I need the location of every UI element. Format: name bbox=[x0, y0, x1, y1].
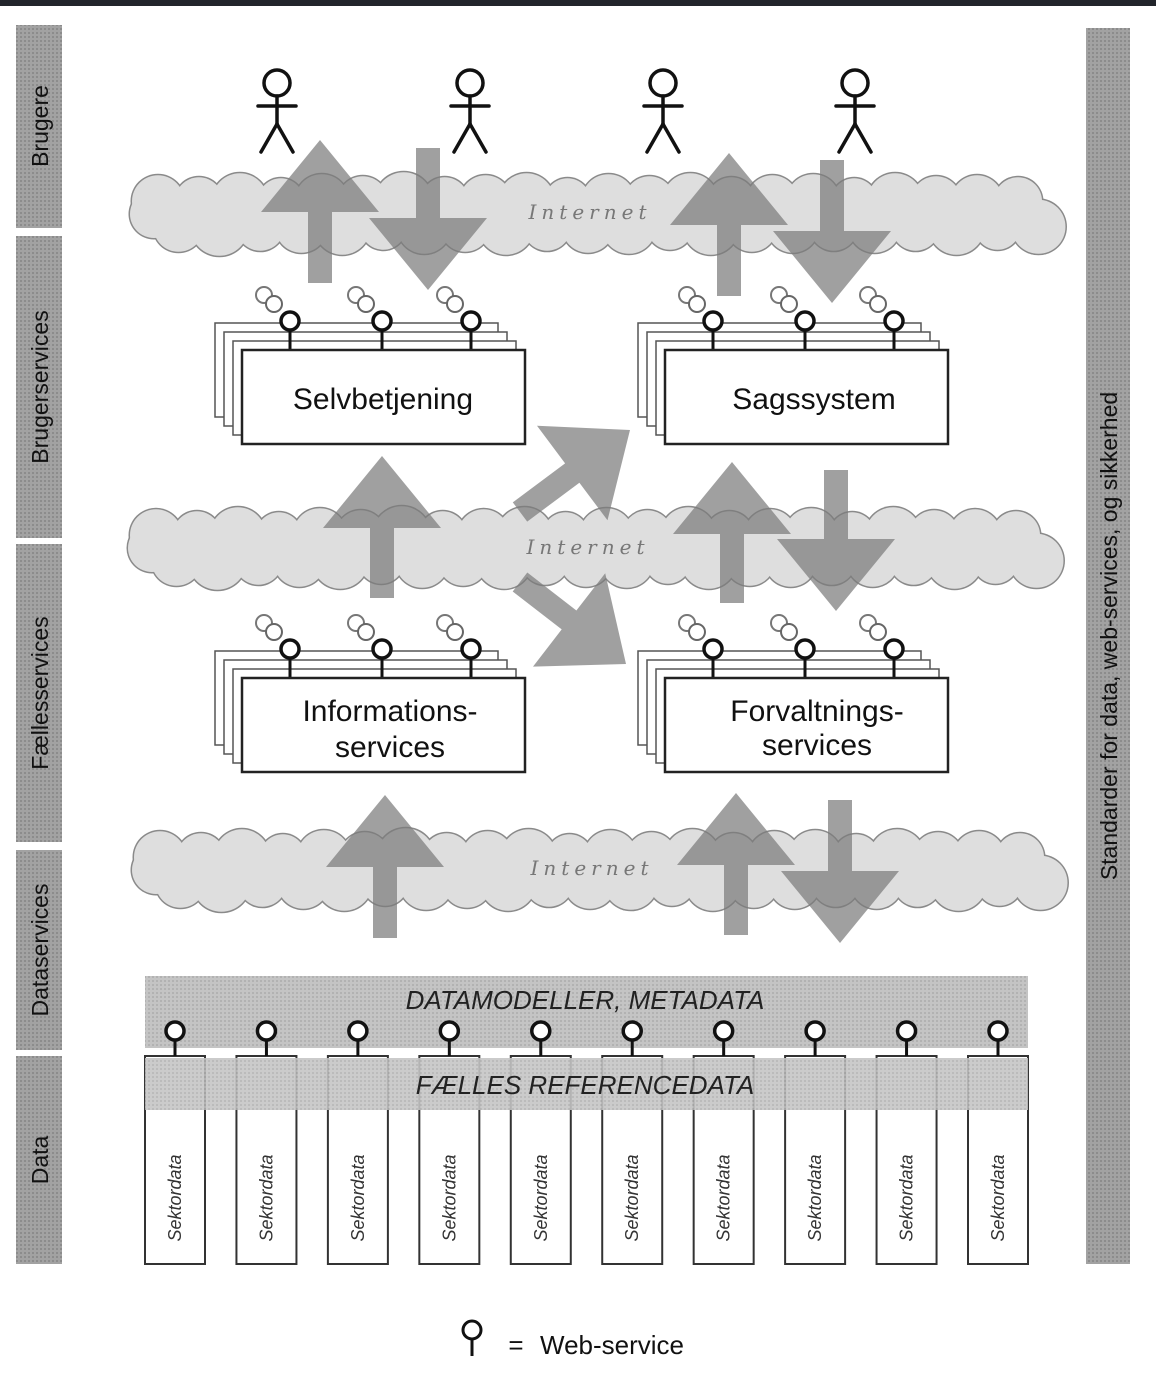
standards-bar bbox=[1086, 28, 1130, 1264]
box-label-sagssystem: Sagssystem bbox=[732, 383, 895, 416]
web-service-icon bbox=[859, 614, 905, 678]
arrow-up-icon bbox=[326, 795, 444, 938]
web-service-icon bbox=[255, 1020, 278, 1056]
layer-bar-faellesservices bbox=[16, 544, 62, 842]
sector-label: Sektordata bbox=[439, 1154, 459, 1241]
web-service-icon bbox=[770, 286, 816, 350]
web-service-icon bbox=[770, 614, 816, 678]
layer-label-data: Data bbox=[27, 1136, 53, 1185]
layer-label-faellesservices: Fællesservices bbox=[27, 616, 53, 769]
arrow-down-icon bbox=[781, 800, 899, 943]
arrow-down-icon bbox=[773, 160, 891, 303]
referencedata-label: FÆLLES REFERENCEDATA bbox=[416, 1070, 755, 1100]
datamodeller-label: DATAMODELLER, METADATA bbox=[406, 985, 765, 1015]
box-label-forvaltnings-2: services bbox=[762, 729, 872, 762]
sector-label: Sektordata bbox=[165, 1154, 185, 1241]
web-service-icon bbox=[895, 1020, 918, 1056]
box-informationsservices bbox=[214, 614, 527, 774]
internet-label-top: Internet bbox=[528, 200, 652, 224]
box-label-selvbetjening: Selvbetjening bbox=[293, 383, 473, 416]
top-dark-strip bbox=[0, 0, 1156, 6]
box-selvbetjening bbox=[214, 286, 527, 446]
referencedata-band bbox=[145, 1058, 1028, 1110]
sector-label: Sektordata bbox=[897, 1154, 917, 1241]
arrow-diagonal-down-icon bbox=[512, 572, 626, 667]
web-service-icon bbox=[678, 614, 724, 678]
user-figure-icon bbox=[834, 68, 876, 154]
layer-label-dataservices: Dataservices bbox=[27, 884, 53, 1017]
sector-label: Sektordata bbox=[531, 1154, 551, 1241]
legend: = Web-service bbox=[461, 1319, 684, 1360]
web-service-icon bbox=[678, 286, 724, 350]
sector-label: Sektordata bbox=[805, 1154, 825, 1241]
web-service-icon bbox=[530, 1020, 552, 1056]
arrow-up-icon bbox=[323, 456, 441, 598]
box-label-informations-1: Informations- bbox=[302, 695, 477, 728]
arrow-up-icon bbox=[673, 462, 791, 603]
internet-cloud-bottom bbox=[130, 826, 1069, 914]
layer-label-brugere: Brugere bbox=[27, 85, 53, 167]
sector-label: Sektordata bbox=[348, 1154, 368, 1241]
users-layer bbox=[256, 68, 876, 154]
layer-bar-data bbox=[16, 1056, 62, 1264]
user-figure-icon bbox=[642, 68, 684, 154]
arrows-layer bbox=[261, 140, 899, 943]
web-service-icon bbox=[255, 614, 301, 678]
datamodeller-band bbox=[145, 976, 1028, 1048]
internet-label-middle: Internet bbox=[526, 535, 650, 559]
layer-bar-dataservices bbox=[16, 850, 62, 1050]
web-service-icon bbox=[987, 1020, 1009, 1056]
arrow-up-icon bbox=[261, 140, 379, 283]
service-boxes bbox=[214, 286, 950, 774]
web-service-icon bbox=[347, 1020, 369, 1056]
box-label-informations-2: services bbox=[335, 731, 445, 764]
web-service-icon bbox=[621, 1020, 643, 1056]
web-service-icon bbox=[859, 286, 905, 350]
sector-label: Sektordata bbox=[714, 1154, 734, 1241]
web-service-icon bbox=[436, 614, 482, 678]
sector-label: Sektordata bbox=[622, 1154, 642, 1241]
arrow-down-icon bbox=[369, 148, 487, 290]
layer-sidebar: Brugere Brugerservices Fællesservices Da… bbox=[16, 25, 62, 1264]
web-service-icon bbox=[804, 1020, 826, 1056]
arrow-up-icon bbox=[677, 793, 795, 935]
arrow-down-icon bbox=[777, 470, 895, 611]
web-service-icon bbox=[164, 1020, 186, 1056]
box-label-forvaltnings-1: Forvaltnings- bbox=[730, 695, 903, 728]
clouds-layer bbox=[126, 170, 1069, 914]
user-figure-icon bbox=[449, 68, 491, 154]
box-forvaltningsservices bbox=[637, 614, 950, 774]
sector-label: Sektordata bbox=[988, 1154, 1008, 1241]
arrow-diagonal-up-icon bbox=[512, 425, 630, 522]
arrow-up-icon bbox=[670, 153, 788, 296]
legend-separator: = bbox=[508, 1330, 523, 1360]
internet-label-bottom: Internet bbox=[530, 856, 654, 880]
legend-text: Web-service bbox=[540, 1330, 684, 1360]
web-service-icon bbox=[347, 286, 393, 350]
box-sagssystem bbox=[637, 286, 950, 446]
layer-bar-brugerservices bbox=[16, 236, 62, 538]
layer-bar-brugere bbox=[16, 25, 62, 228]
layer-label-brugerservices: Brugerservices bbox=[27, 310, 53, 463]
sector-label: Sektordata bbox=[256, 1154, 276, 1241]
web-service-icon bbox=[255, 286, 301, 350]
web-service-icon bbox=[438, 1020, 461, 1056]
web-service-icon bbox=[436, 286, 482, 350]
user-figure-icon bbox=[256, 68, 298, 154]
web-service-icon bbox=[712, 1020, 735, 1056]
standards-bar-label: Standarder for data, web-services, og si… bbox=[1096, 392, 1122, 880]
web-service-icon bbox=[461, 1319, 483, 1356]
web-service-icon bbox=[347, 614, 393, 678]
